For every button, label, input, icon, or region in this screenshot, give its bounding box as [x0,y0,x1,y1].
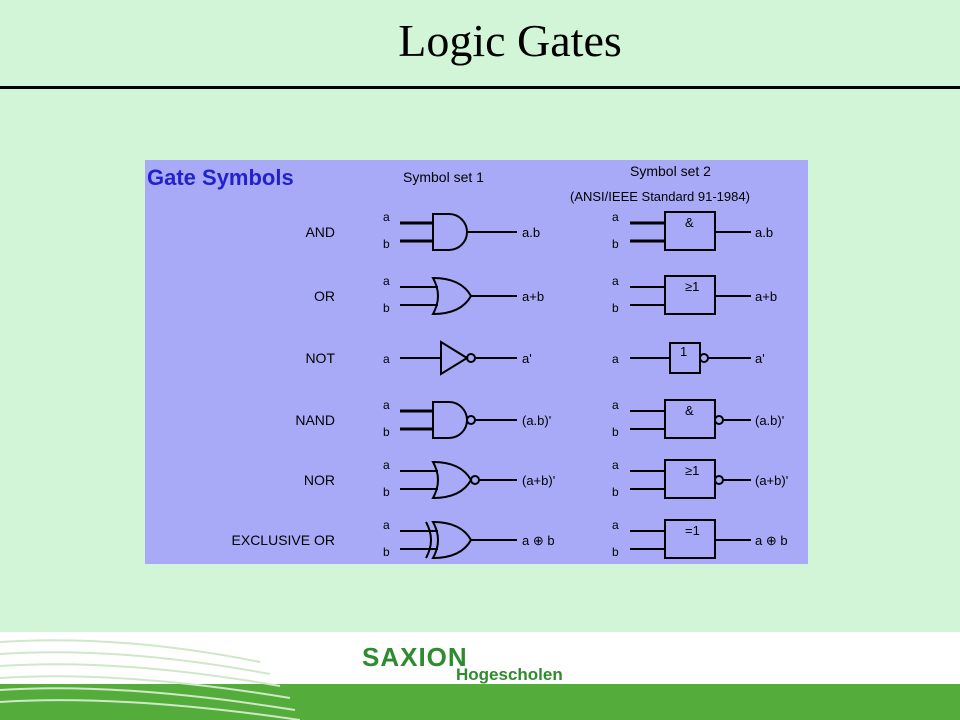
input-label-a: a [612,398,619,412]
symbol-set-2-label: Symbol set 2 [630,163,711,179]
set2-symbol [630,519,751,559]
set2-symbol [630,275,751,315]
input-label-b: b [383,485,390,499]
set2-output-label: a ⊕ b [755,533,788,548]
set1-output-label: a' [522,351,532,366]
symbol-set-2-standard: (ANSI/IEEE Standard 91-1984) [570,189,750,204]
set2-output-label: a+b [755,289,777,304]
set2-box-label: =1 [685,523,700,538]
set2-output-label: (a.b)' [755,413,784,428]
set2-box-label: 1 [680,344,687,359]
input-label-b: b [612,485,619,499]
gate-symbols-diagram: Gate Symbols Symbol set 1 Symbol set 2 (… [147,163,788,560]
input-label-a: a [383,352,390,366]
gate-name-label: NOR [304,472,335,488]
set1-output-label: (a+b)' [522,473,555,488]
input-label-a: a [612,352,619,366]
set1-output-label: a+b [522,289,544,304]
input-label-b: b [612,425,619,439]
gate-name-label: NOT [305,350,335,366]
input-label-b: b [383,237,390,251]
set1-symbol [400,520,517,560]
logo-subtitle: Hogescholen [456,665,563,684]
set1-output-label: (a.b)' [522,413,551,428]
input-label-a: a [383,398,390,412]
slide-title: Logic Gates [398,15,622,66]
gate-row-not: NOT a a' a 1 a' [305,340,765,376]
set1-symbol [400,276,517,316]
input-label-b: b [612,301,619,315]
input-label-b: b [383,301,390,315]
set2-output-label: (a+b)' [755,473,788,488]
set2-output-label: a.b [755,225,773,240]
footer-bar [0,684,960,720]
title-rule [0,86,960,89]
set2-box-label: & [685,215,694,230]
input-label-a: a [383,458,390,472]
input-label-a: a [383,274,390,288]
panel-heading: Gate Symbols [147,165,294,190]
input-label-a: a [612,458,619,472]
input-label-b: b [383,425,390,439]
footer-decoration [0,639,300,720]
set1-symbol [400,460,517,500]
set2-box-label: ≥1 [685,279,699,294]
logo-word: SAXION [362,642,468,672]
gate-name-label: OR [314,288,335,304]
set2-symbol [630,342,751,374]
input-label-a: a [612,518,619,532]
gate-name-label: NAND [295,412,335,428]
input-label-b: b [612,545,619,559]
input-label-a: a [383,210,390,224]
set1-symbol [400,340,517,376]
set2-symbol [630,211,751,251]
input-label-b: b [612,237,619,251]
set1-output-label: a.b [522,225,540,240]
input-label-a: a [383,518,390,532]
set2-symbol [630,399,751,439]
set1-output-label: a ⊕ b [522,533,555,548]
gate-name-label: AND [305,224,335,240]
set1-symbol [400,213,517,251]
set2-box-label: ≥1 [685,463,699,478]
gate-name-label: EXCLUSIVE OR [232,532,335,548]
gate-symbols-panel: Gate Symbols Symbol set 1 Symbol set 2 (… [145,160,808,564]
set2-symbol [630,459,751,499]
input-label-b: b [383,545,390,559]
set2-box-label: & [685,403,694,418]
input-label-a: a [612,210,619,224]
symbol-set-1-label: Symbol set 1 [403,169,484,185]
set1-symbol [400,401,517,439]
saxion-logo: SAXION Hogescholen [362,642,563,684]
input-label-a: a [612,274,619,288]
set2-output-label: a' [755,351,765,366]
